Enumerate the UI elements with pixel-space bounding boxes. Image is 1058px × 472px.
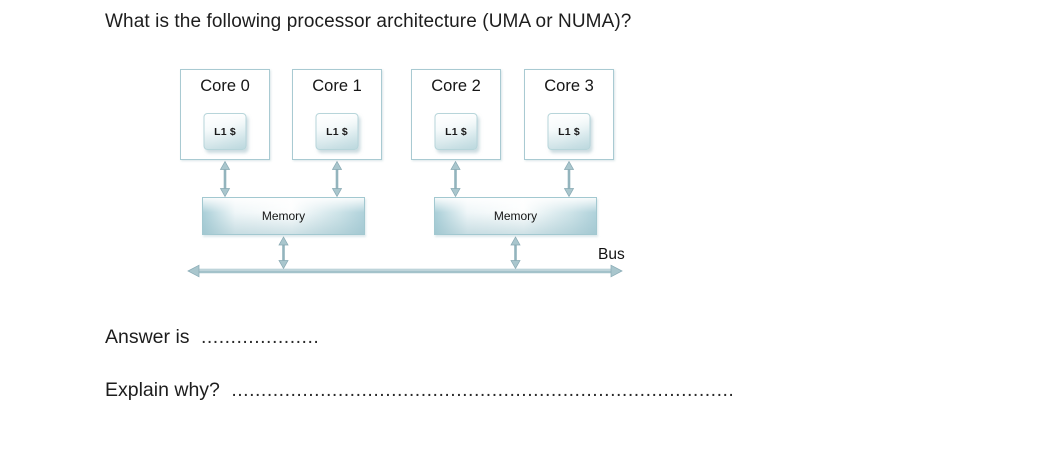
l1-cache-box-3: L1 $ (547, 113, 591, 150)
answer-label: Answer is (105, 326, 190, 348)
l1-cache-label-0: L1 $ (214, 125, 236, 138)
l1-cache-label-1: L1 $ (326, 125, 348, 138)
core-label-0: Core 0 (200, 77, 250, 95)
explain-line: Explain why? ...........................… (105, 379, 734, 402)
answer-blank-dots: .................... (200, 326, 320, 348)
arrow-memory1-bus (510, 236, 521, 270)
l1-cache-box-1: L1 $ (315, 113, 359, 150)
memory-label-0: Memory (261, 209, 306, 223)
answer-line: Answer is .................... (105, 326, 319, 349)
core-box-3: Core 3 L1 $ (524, 69, 614, 160)
core-box-0: Core 0 L1 $ (180, 69, 270, 160)
core-label-1: Core 1 (312, 77, 362, 95)
bus-label: Bus (598, 246, 625, 263)
arrow-memory0-bus (278, 236, 289, 270)
bus-arrow (187, 264, 623, 278)
core-box-1: Core 1 L1 $ (292, 69, 382, 160)
core-label-2: Core 2 (431, 77, 481, 95)
arrow-core0-memory0 (219, 160, 231, 198)
memory-box-1: Memory (434, 197, 597, 235)
l1-cache-label-3: L1 $ (558, 125, 580, 138)
explain-blank-dots: ........................................… (231, 379, 735, 401)
memory-label-1: Memory (493, 209, 538, 223)
arrow-core2-memory1 (450, 160, 461, 198)
explain-label: Explain why? (105, 379, 220, 401)
l1-cache-label-2: L1 $ (445, 125, 467, 138)
l1-cache-box-0: L1 $ (203, 113, 247, 150)
memory-box-0: Memory (202, 197, 365, 235)
core-label-3: Core 3 (544, 77, 594, 95)
core-box-2: Core 2 L1 $ (411, 69, 501, 160)
question-title: What is the following processor architec… (105, 11, 632, 32)
arrow-core3-memory1 (563, 160, 575, 198)
arrow-core1-memory0 (331, 160, 343, 198)
l1-cache-box-2: L1 $ (434, 113, 478, 150)
